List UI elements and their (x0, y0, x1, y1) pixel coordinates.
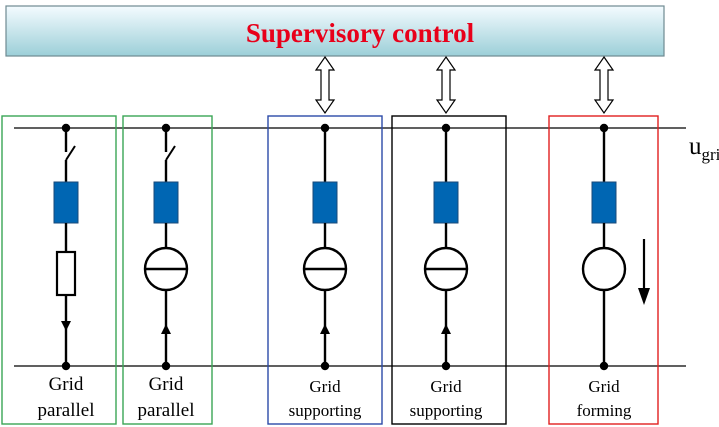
unit-frame (548, 115, 659, 425)
supervisory-control-box: Supervisory control (5, 5, 665, 57)
unit-frame (391, 115, 507, 425)
impedance-block (153, 181, 179, 224)
communication-arrow-3 (314, 55, 336, 115)
unit-frame (1, 115, 117, 425)
voltage-arrow-icon (638, 288, 650, 305)
unit-label-line1: Grid (430, 377, 462, 396)
supervisory-control-title: Supervisory control (246, 18, 475, 48)
communication-links (314, 55, 615, 115)
arrow-up-icon (441, 324, 451, 334)
communication-arrow-4 (435, 55, 457, 115)
units-group: GridparallelGridparallelGridsupportingGr… (1, 115, 659, 425)
switch-blade (165, 145, 176, 161)
unit-label-line2: supporting (289, 401, 362, 420)
grid-voltage-label: ugrid (689, 133, 719, 164)
unit-frame (267, 115, 383, 425)
unit-frame (122, 115, 213, 425)
unit-5: Grid forming (548, 115, 659, 425)
impedance-block (312, 181, 338, 224)
communication-arrow-5 (593, 55, 615, 115)
impedance-block (53, 181, 79, 224)
unit-label-line1: Grid (149, 374, 184, 395)
voltage-source-symbol (581, 246, 627, 292)
switch-blade (65, 145, 76, 161)
unit-4: Grid supporting (391, 115, 507, 425)
unit-label-line2: supporting (410, 401, 483, 420)
unit-label-line2: parallel (38, 400, 95, 421)
unit-label-line2: parallel (138, 400, 195, 421)
impedance-block (591, 181, 617, 224)
unit-label-line1: Grid (588, 377, 620, 396)
fuse-symbol (55, 250, 77, 297)
unit-label-line1: Grid (309, 377, 341, 396)
unit-label-line1: Grid (49, 374, 84, 395)
arrow-down-icon (61, 321, 71, 331)
unit-3: Grid supporting (267, 115, 383, 425)
arrow-up-icon (320, 324, 330, 334)
arrow-up-icon (161, 324, 171, 334)
unit-2: Grid parallel (122, 115, 213, 425)
unit-label-line2: forming (577, 401, 632, 420)
impedance-block (433, 181, 459, 224)
unit-1: Grid parallel (1, 115, 117, 425)
